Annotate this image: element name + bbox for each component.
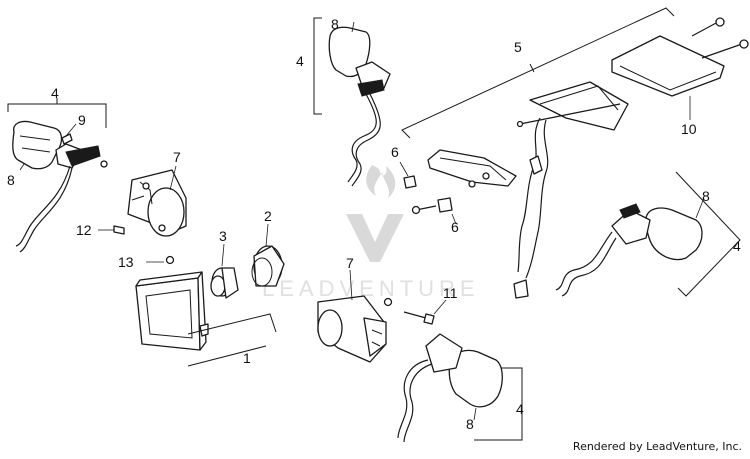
rear-bracket-assembly xyxy=(399,7,749,299)
rendered-by-credit: Rendered by LeadVenture, Inc. xyxy=(572,440,742,453)
callout-10: 10 xyxy=(681,121,697,137)
callout-13: 13 xyxy=(118,254,134,270)
callout-2: 2 xyxy=(264,208,272,224)
callout-8-top: 8 xyxy=(331,16,339,32)
bolt-11 xyxy=(383,297,447,325)
callout-6-upper: 6 xyxy=(391,144,399,160)
callout-4-right: 4 xyxy=(733,238,741,254)
bulb-socket xyxy=(210,243,239,299)
bolt-12 xyxy=(98,225,125,235)
callout-7-left: 7 xyxy=(173,149,181,165)
right-turn-signal xyxy=(555,171,741,297)
leadventure-watermark: LEADVENTURE xyxy=(262,165,480,301)
callout-8-right: 8 xyxy=(702,188,710,204)
callout-4-bottom: 4 xyxy=(516,401,524,417)
callout-1: 1 xyxy=(243,350,251,366)
lower-turn-signal xyxy=(397,333,523,443)
dust-cover xyxy=(251,223,285,287)
left-turn-signal xyxy=(7,98,108,253)
callout-7-center: 7 xyxy=(346,255,354,271)
headlight-unit xyxy=(135,271,277,367)
callout-labels: 4 9 8 7 12 13 3 2 1 8 4 5 10 6 6 7 11 8 … xyxy=(7,16,741,432)
callout-3: 3 xyxy=(219,228,227,244)
callout-5: 5 xyxy=(514,39,522,55)
callout-9: 9 xyxy=(78,112,86,128)
watermark-text: LEADVENTURE xyxy=(262,276,480,301)
center-headlight-bracket xyxy=(317,269,387,363)
callout-6-lower: 6 xyxy=(451,219,459,235)
upper-turn-signal xyxy=(313,17,391,187)
callout-12: 12 xyxy=(76,222,92,238)
callout-8-left: 8 xyxy=(7,172,15,188)
callout-8-bottom: 8 xyxy=(466,416,474,432)
callout-4-left: 4 xyxy=(51,85,59,101)
left-headlight-bracket xyxy=(127,165,187,237)
callout-11: 11 xyxy=(443,285,458,301)
callout-4-top: 4 xyxy=(296,53,304,69)
nut-13 xyxy=(146,255,175,265)
